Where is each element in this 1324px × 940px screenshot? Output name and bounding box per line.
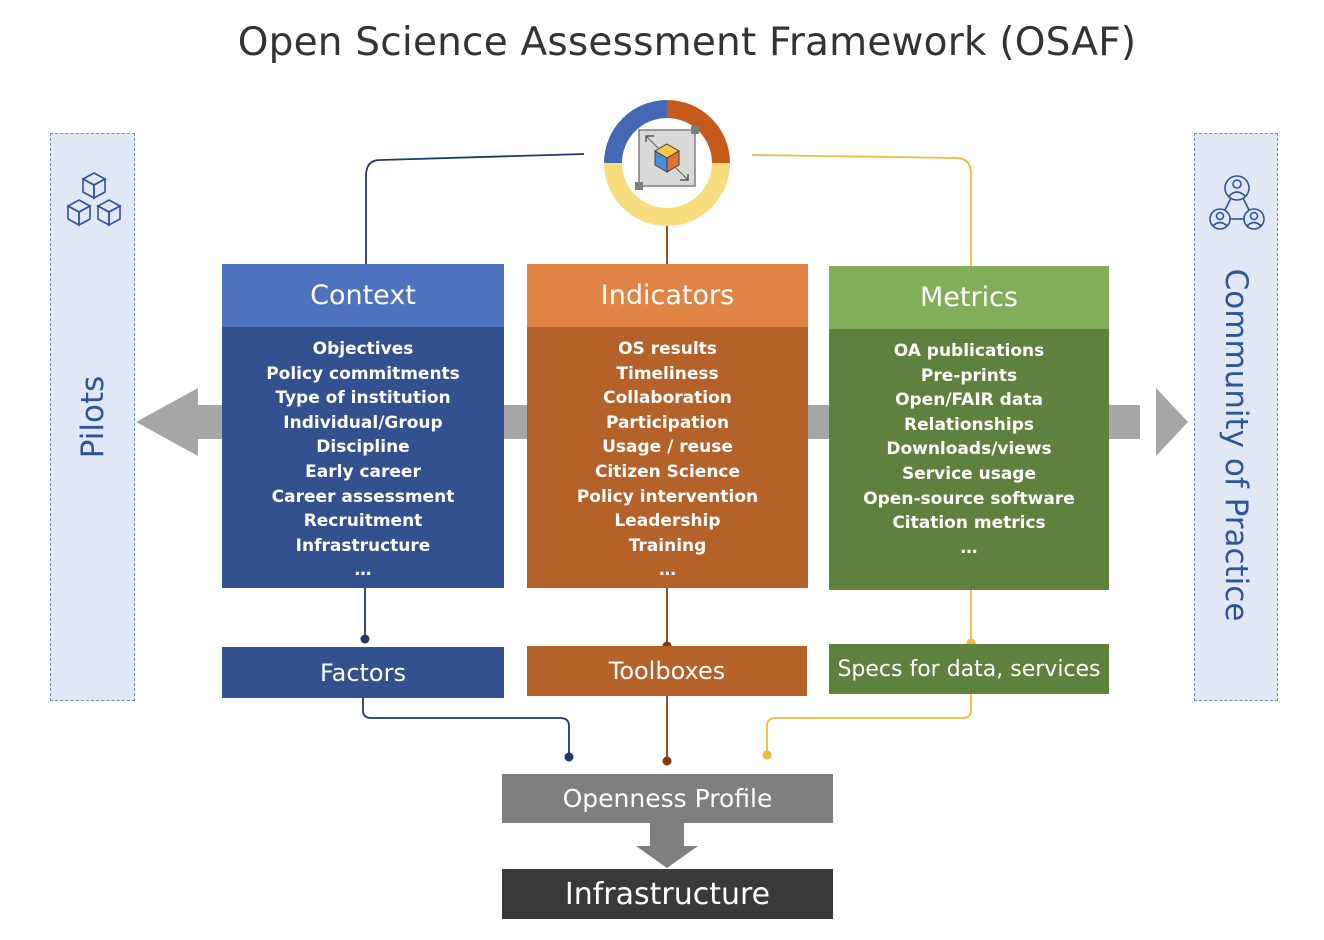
indicators-header: Indicators (527, 264, 808, 327)
context-item: Early career (305, 461, 421, 482)
context-item: Individual/Group (283, 412, 443, 433)
specs-box: Specs for data, services (829, 644, 1109, 694)
context-body: Objectives Policy commitments Type of in… (222, 327, 504, 588)
indicators-item: OS results (618, 339, 717, 359)
toolboxes-connector-dot (662, 756, 672, 766)
toolboxes-box: Toolboxes (527, 646, 807, 696)
context-header: Context (222, 264, 504, 327)
metrics-item: OA publications (893, 341, 1045, 361)
context-item: Recruitment (303, 511, 423, 532)
metrics-body: OA publications Pre-prints Open/FAIR dat… (829, 329, 1109, 590)
pilots-label: Pilots (74, 375, 111, 459)
context-item: Objectives (312, 339, 414, 359)
indicators-item: Collaboration (603, 388, 732, 409)
pilots-panel: Pilots (50, 133, 135, 701)
metrics-header: Metrics (829, 266, 1109, 329)
indicators-item: Participation (605, 412, 730, 433)
framework-ring (604, 100, 730, 226)
metrics-item: … (960, 537, 978, 558)
metrics-item: Downloads/views (886, 439, 1052, 460)
community-of-practice-panel: Community of Practice (1194, 133, 1278, 701)
down-arrow (636, 822, 698, 868)
community-of-practice-label: Community of Practice (1218, 268, 1254, 622)
indicators-item: Training (628, 535, 707, 556)
metrics-item: Pre-prints (920, 365, 1018, 386)
metrics-item: Open-source software (863, 488, 1075, 509)
metrics-item: Service usage (902, 463, 1036, 484)
factors-box: Factors (222, 647, 504, 698)
cubes-icon (63, 170, 125, 234)
context-item: Career assessment (271, 486, 455, 507)
metrics-item: Citation metrics (892, 513, 1046, 534)
context-item: Policy commitments (266, 363, 460, 384)
openness-profile-box: Openness Profile (502, 774, 833, 823)
page-title: Open Science Assessment Framework (OSAF) (237, 20, 1137, 65)
indicators-item: Policy intervention (576, 486, 759, 507)
metrics-item: Open/FAIR data (895, 390, 1043, 411)
context-connector-dot (360, 634, 370, 644)
metrics-item: Relationships (904, 414, 1034, 435)
context-item: … (354, 560, 372, 581)
indicators-item: Citizen Science (594, 461, 741, 482)
indicators-body: OS results Timeliness Collaboration Part… (527, 327, 808, 588)
indicators-item: Usage / reuse (602, 437, 733, 458)
indicators-item: … (659, 560, 676, 581)
people-network-icon (1205, 172, 1269, 236)
indicators-item: Timeliness (616, 363, 719, 384)
infrastructure-box: Infrastructure (502, 869, 833, 919)
indicators-item: Leadership (614, 511, 721, 532)
framework-cube-icon (630, 126, 704, 190)
connector-ring-to-metrics (751, 154, 972, 268)
connector-ring-to-context (365, 153, 585, 266)
factors-connector-dot (564, 752, 574, 762)
specs-connector-dot (762, 750, 772, 760)
context-item: Type of institution (275, 388, 451, 409)
context-item: Discipline (316, 437, 410, 458)
context-item: Infrastructure (295, 535, 431, 556)
